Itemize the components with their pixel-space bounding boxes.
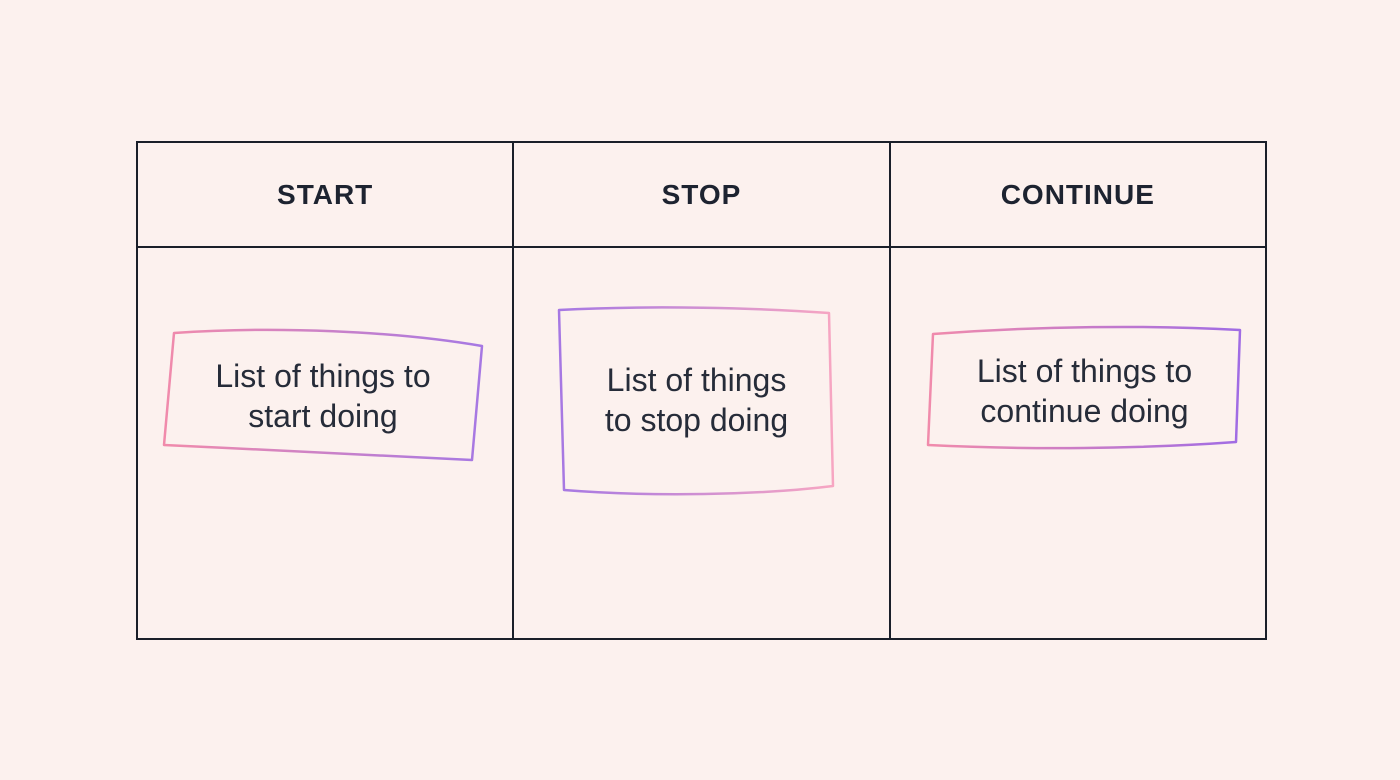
column-header-stop: STOP <box>514 143 891 246</box>
note-line-1: List of things <box>606 362 787 398</box>
note-text: List of things to continue doing <box>924 351 1245 431</box>
column-header-continue: CONTINUE <box>1000 178 1155 210</box>
sticky-note-stop[interactable]: List of things to stop doing <box>556 304 837 496</box>
note-line-2: start doing <box>248 398 398 434</box>
note-continue-outline <box>926 325 1242 450</box>
note-start-outline <box>162 328 484 462</box>
retro-table: START STOP CONTINUE <box>136 141 1267 640</box>
column-header-start: START <box>138 143 515 246</box>
note-stop-outline <box>557 306 835 496</box>
sticky-note-start[interactable]: List of things to start doing <box>160 326 486 466</box>
note-line-2: continue doing <box>980 393 1189 429</box>
column-body-start[interactable] <box>138 248 515 638</box>
table-body-row <box>138 248 1265 638</box>
table-header-row: START STOP CONTINUE <box>138 143 1265 248</box>
note-text: List of things to start doing <box>160 356 486 436</box>
note-text: List of things to stop doing <box>556 360 837 440</box>
note-border-path <box>162 328 484 462</box>
note-line-1: List of things to <box>215 358 431 394</box>
note-border-path <box>557 306 835 496</box>
note-line-1: List of things to <box>976 353 1193 389</box>
column-body-stop[interactable] <box>514 248 891 638</box>
note-border-path <box>926 325 1242 450</box>
note-line-2: to stop doing <box>604 402 789 438</box>
sticky-note-continue[interactable]: List of things to continue doing <box>924 324 1245 451</box>
